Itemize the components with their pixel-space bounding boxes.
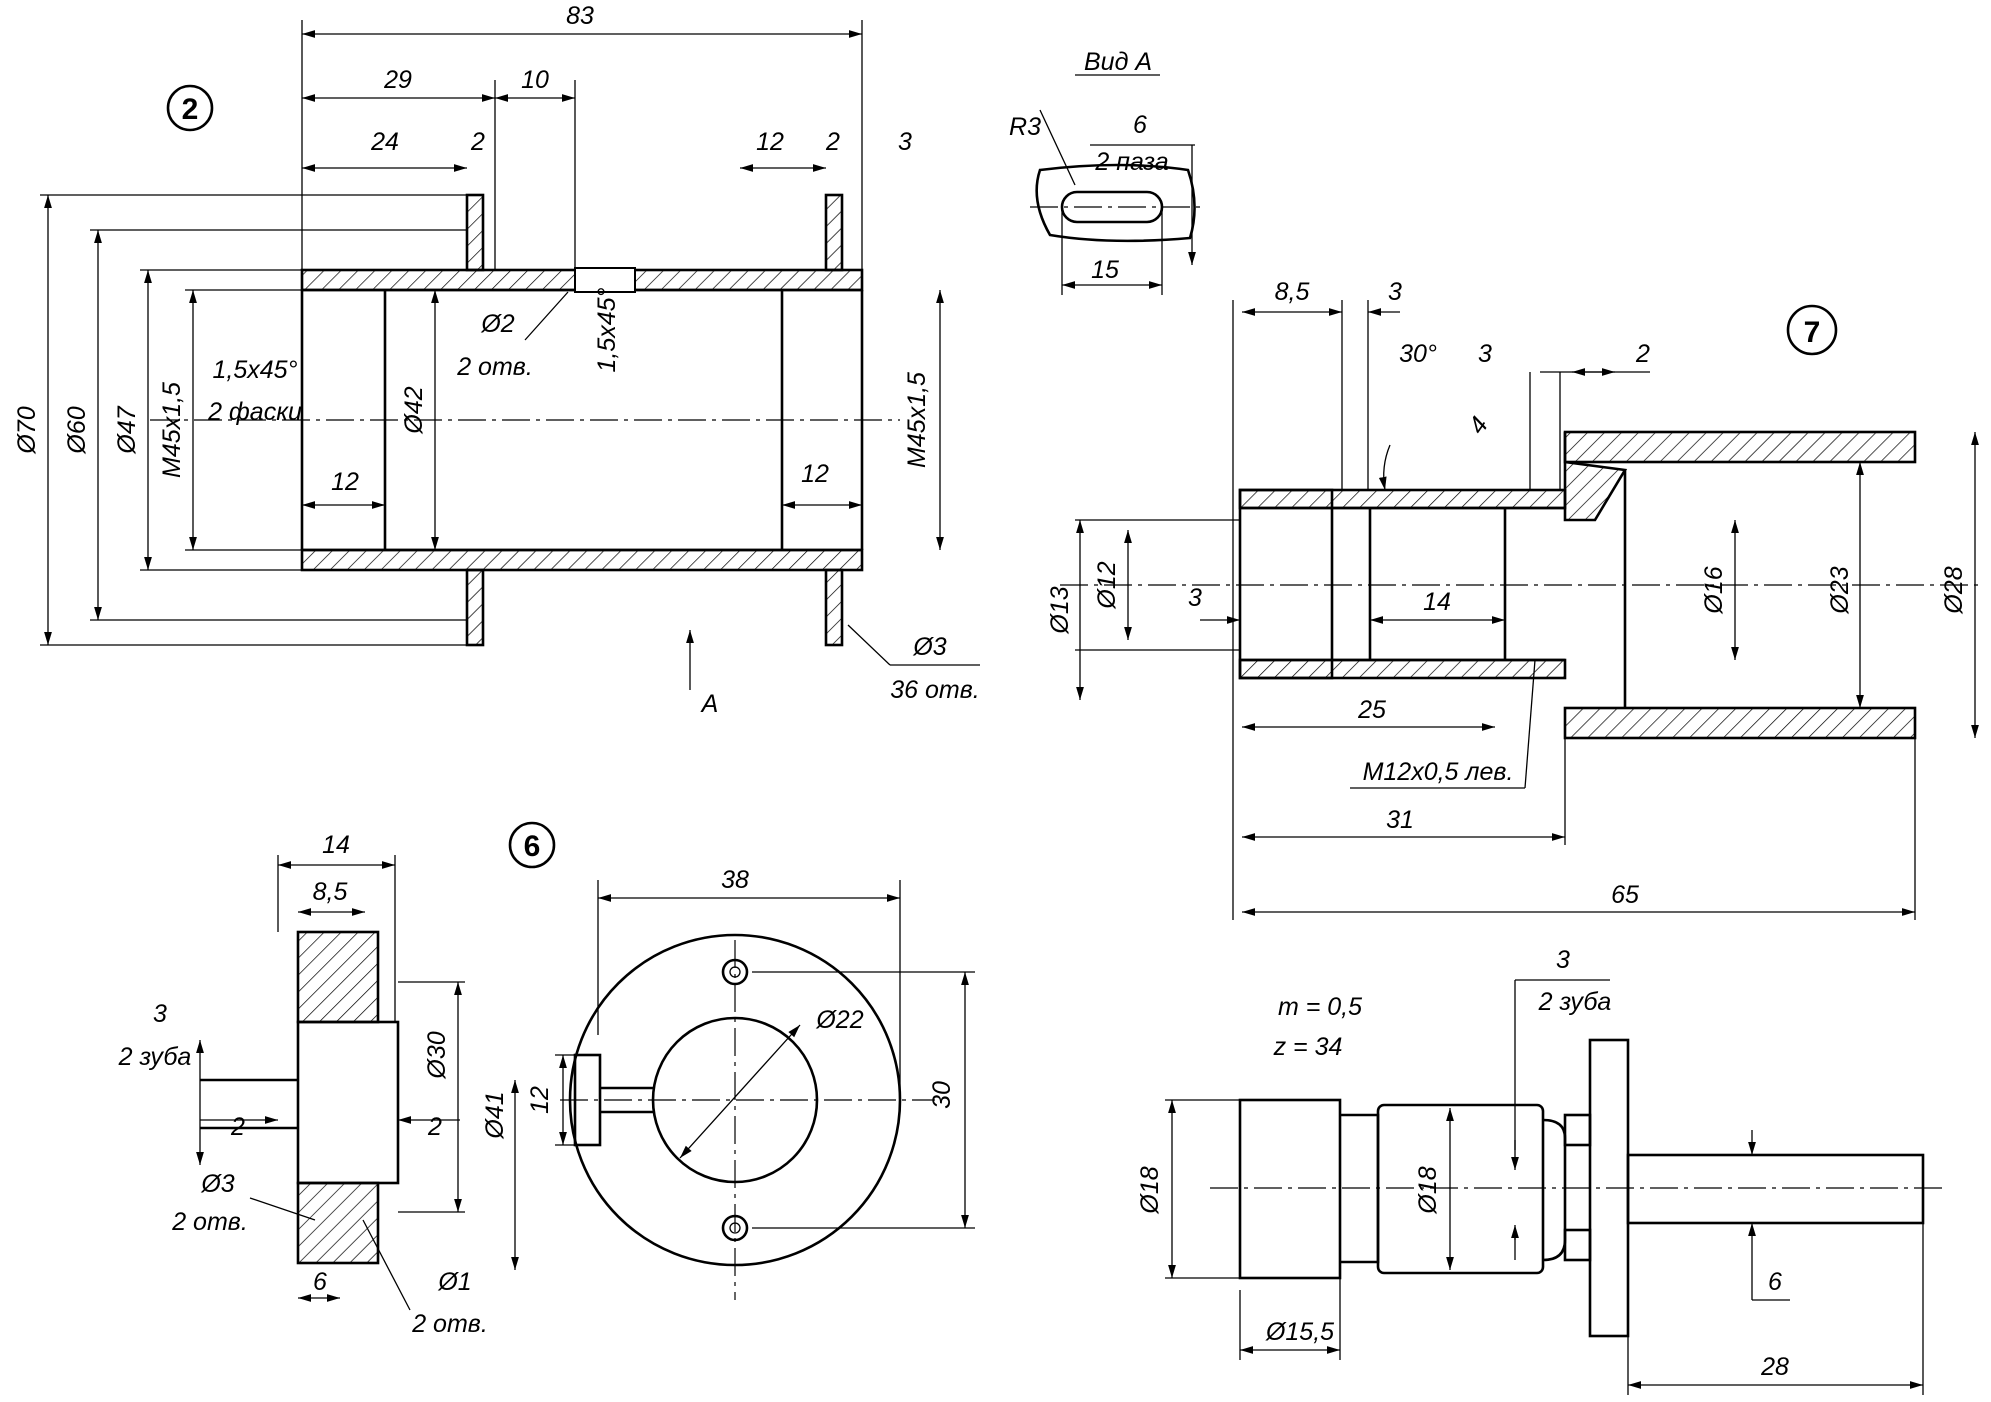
view-a-title: Вид А bbox=[1084, 48, 1152, 76]
part6-dim-2-left: 2 bbox=[230, 1113, 245, 1141]
gear-teeth: z = 34 bbox=[1273, 1033, 1343, 1061]
part7-dim-25: 25 bbox=[1357, 696, 1386, 724]
part2-dim-hole-phi2-count: 2 отв. bbox=[456, 353, 533, 381]
part6-drawing: 6 14 8,5 3 2 зуба 2 2 Ø30 Ø41 Ø3 2 отв. … bbox=[118, 821, 975, 1338]
part7-dim-31: 31 bbox=[1386, 806, 1414, 834]
gear-dim-3: 3 bbox=[1556, 946, 1570, 974]
part2-dim-12-top: 12 bbox=[756, 128, 784, 156]
part7-dim-phi28: Ø28 bbox=[1940, 566, 1968, 614]
part2-dim-phi70: Ø70 bbox=[13, 406, 41, 454]
view-a-drawing: Вид А R3 6 2 паза 15 bbox=[1009, 48, 1205, 295]
part2-dim-chamfer-count: 2 фаски bbox=[207, 398, 302, 426]
part7-dim-2: 2 bbox=[1635, 340, 1650, 368]
part7-dim-8-5: 8,5 bbox=[1275, 278, 1310, 306]
part2-dim-phi47: Ø47 bbox=[113, 405, 141, 454]
part2-dim-2-left: 2 bbox=[470, 128, 485, 156]
part2-dim-hole-phi3-count: 36 отв. bbox=[890, 676, 979, 704]
part6-dim-hole-phi3-count: 2 отв. bbox=[171, 1208, 248, 1236]
part2-callout-number: 2 bbox=[182, 93, 199, 126]
part6-dim-hole-phi1-count: 2 отв. bbox=[411, 1310, 488, 1338]
part2-dim-29: 29 bbox=[383, 66, 412, 94]
part2-callout: 2 bbox=[166, 84, 214, 132]
part6-dim-hole-phi3: Ø3 bbox=[200, 1170, 234, 1198]
part7-drawing: 7 bbox=[1046, 278, 1980, 920]
view-a-slot-length: 15 bbox=[1091, 256, 1119, 284]
part7-callout: 7 bbox=[1786, 304, 1838, 356]
part2-dim-10: 10 bbox=[521, 66, 549, 94]
part6-dim-38: 38 bbox=[721, 866, 749, 894]
part2-dim-overall-length: 83 bbox=[566, 2, 594, 30]
view-a-slot-width: 6 bbox=[1133, 111, 1147, 139]
part7-dim-angle30: 30° bbox=[1399, 340, 1437, 368]
part7-dim-thread: M12x0,5 лев. bbox=[1363, 758, 1514, 786]
part2-drawing: 2 bbox=[13, 2, 980, 718]
part2-dim-12-right: 12 bbox=[801, 460, 829, 488]
part6-dim-phi22: Ø22 bbox=[815, 1006, 863, 1034]
part6-dim-14: 14 bbox=[322, 831, 350, 859]
part6-dim-tooth-count: 2 зуба bbox=[118, 1043, 192, 1071]
part7-dim-phi12: Ø12 bbox=[1093, 561, 1121, 609]
part2-dim-24: 24 bbox=[370, 128, 399, 156]
part2-dim-hole-phi3: Ø3 bbox=[912, 633, 946, 661]
part2-dim-chamfer: 1,5x45° bbox=[212, 356, 297, 384]
part6-dim-3: 3 bbox=[153, 1000, 167, 1028]
part7-dim-3-c: 3 bbox=[1188, 584, 1202, 612]
gear-dim-28: 28 bbox=[1760, 1353, 1789, 1381]
view-a-r3: R3 bbox=[1009, 113, 1041, 141]
part6-dim-30: 30 bbox=[928, 1081, 956, 1109]
part7-dim-phi16: Ø16 bbox=[1700, 566, 1728, 614]
part6-dim-8-5: 8,5 bbox=[313, 878, 348, 906]
part6-dim-hole-phi1: Ø1 bbox=[437, 1268, 471, 1296]
part6-dim-12: 12 bbox=[526, 1086, 554, 1114]
part2-dim-3-right: 3 bbox=[898, 128, 912, 156]
part7-dim-4: 4 bbox=[1463, 412, 1494, 439]
part7-dim-14: 14 bbox=[1423, 588, 1451, 616]
part2-dim-phi60: Ø60 bbox=[63, 406, 91, 454]
part2-dim-12-left: 12 bbox=[331, 468, 359, 496]
part7-dim-3-b: 3 bbox=[1478, 340, 1492, 368]
part6-callout-number: 6 bbox=[524, 830, 541, 863]
part2-dim-2-right: 2 bbox=[825, 128, 840, 156]
part2-dim-chamfer2: 1,5x45° bbox=[593, 287, 621, 372]
part7-dim-65: 65 bbox=[1611, 881, 1639, 909]
part2-dim-hole-phi2: Ø2 bbox=[480, 310, 514, 338]
gear-module: m = 0,5 bbox=[1278, 993, 1362, 1021]
gear-dim-6: 6 bbox=[1768, 1268, 1782, 1296]
part7-callout-number: 7 bbox=[1804, 316, 1821, 349]
part6-dim-6: 6 bbox=[313, 1268, 327, 1296]
part6-dim-phi41: Ø41 bbox=[481, 1091, 509, 1139]
part6-dim-2-right: 2 bbox=[427, 1113, 442, 1141]
view-a-slot-count: 2 паза bbox=[1094, 148, 1168, 176]
gear-dim-tooth-count: 2 зуба bbox=[1538, 988, 1612, 1016]
part7-dim-phi23: Ø23 bbox=[1826, 566, 1854, 614]
part2-dim-phi42: Ø42 bbox=[400, 386, 428, 434]
gear-dim-phi18-left: Ø18 bbox=[1136, 1166, 1164, 1214]
part7-dim-3-a: 3 bbox=[1388, 278, 1402, 306]
part6-dim-phi30: Ø30 bbox=[423, 1031, 451, 1079]
gear-shaft-drawing: m = 0,5 z = 34 3 2 зуба Ø18 Ø18 Ø15,5 bbox=[1136, 946, 1945, 1395]
part2-dim-m45-left: M45x1,5 bbox=[158, 382, 186, 478]
gear-dim-phi18-mid: Ø18 bbox=[1414, 1166, 1442, 1214]
part2-view-arrow-label: A bbox=[700, 690, 719, 718]
gear-dim-phi15-5: Ø15,5 bbox=[1265, 1318, 1334, 1346]
part2-dim-m45-right: M45x1,5 bbox=[903, 372, 931, 468]
part7-dim-phi13: Ø13 bbox=[1046, 586, 1074, 634]
part6-callout: 6 bbox=[508, 821, 556, 869]
